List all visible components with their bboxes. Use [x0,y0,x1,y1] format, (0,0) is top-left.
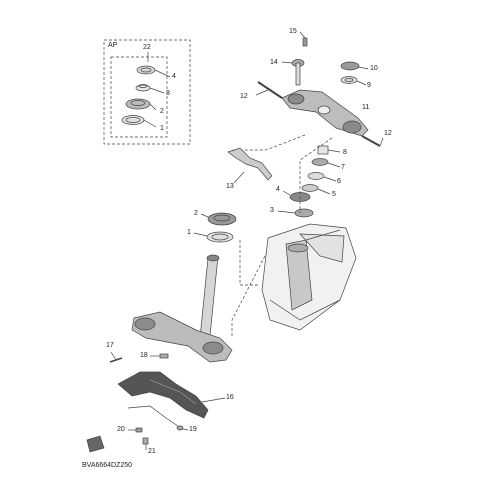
callout-22: 22 [143,44,151,51]
part-13-bracket [227,147,273,184]
callout-8: 8 [343,149,347,156]
part-10-cap [340,61,369,71]
part-16-cover [117,371,226,419]
callout-19: 19 [189,426,197,433]
part-6-washer [307,172,337,182]
callout-12-right: 12 [384,130,392,137]
part-5-ring [301,184,331,195]
ap-part-4 [136,65,156,75]
part-15-bolt [299,31,308,47]
part-8-spacer [317,145,341,155]
part-4-cover [282,190,311,202]
callout-12-left: 12 [240,93,248,100]
part-12-bolt-right [361,135,384,147]
callout-11: 11 [362,104,370,111]
part-21-clip [142,437,149,450]
callout-6: 6 [337,178,341,185]
callout-4: 4 [276,186,280,193]
ap-part-3 [135,84,151,92]
frame-head-section [261,223,357,331]
callout-13: 13 [226,183,234,190]
callout-1-inset: 1 [160,125,164,132]
callout-16: 16 [226,394,234,401]
small-bracket-icon [86,435,105,453]
steering-stem [131,254,233,363]
callout-3: 3 [270,207,274,214]
part-12-bolt-left [255,81,283,99]
callout-20: 20 [117,426,125,433]
callout-10: 10 [370,65,378,72]
callout-9: 9 [367,82,371,89]
part-9-washer [340,76,367,86]
part-17-screw [109,351,123,363]
callout-14: 14 [270,59,278,66]
part-18-clip [150,353,169,359]
ap-part-2 [125,98,151,110]
part-3-bearing [277,208,314,218]
part-14-nut [281,59,305,86]
callout-21: 21 [148,448,156,455]
callout-2-inset: 2 [160,108,164,115]
callout-18: 18 [140,352,148,359]
callout-2: 2 [194,210,198,217]
callout-4-inset: 4 [172,73,176,80]
part-20-bolt [128,427,143,433]
ap-inset-frame [103,39,191,145]
callout-7: 7 [341,164,345,171]
part-1-race [193,231,234,243]
ap-inset-inner-frame [110,56,168,138]
inset-label-ap: AP [108,42,118,49]
callout-5: 5 [332,191,336,198]
part-7-nut [311,158,341,168]
callout-15: 15 [289,28,297,35]
drawing-code: BVA6664DZ250 [82,462,133,469]
callout-17: 17 [106,342,114,349]
upper-triple-clamp [281,89,369,137]
callout-3-inset: 3 [166,90,170,97]
part-2-bearing [200,212,237,226]
ap-part-1 [121,115,145,125]
part-19-bracket [127,405,189,431]
callout-1: 1 [187,229,191,236]
